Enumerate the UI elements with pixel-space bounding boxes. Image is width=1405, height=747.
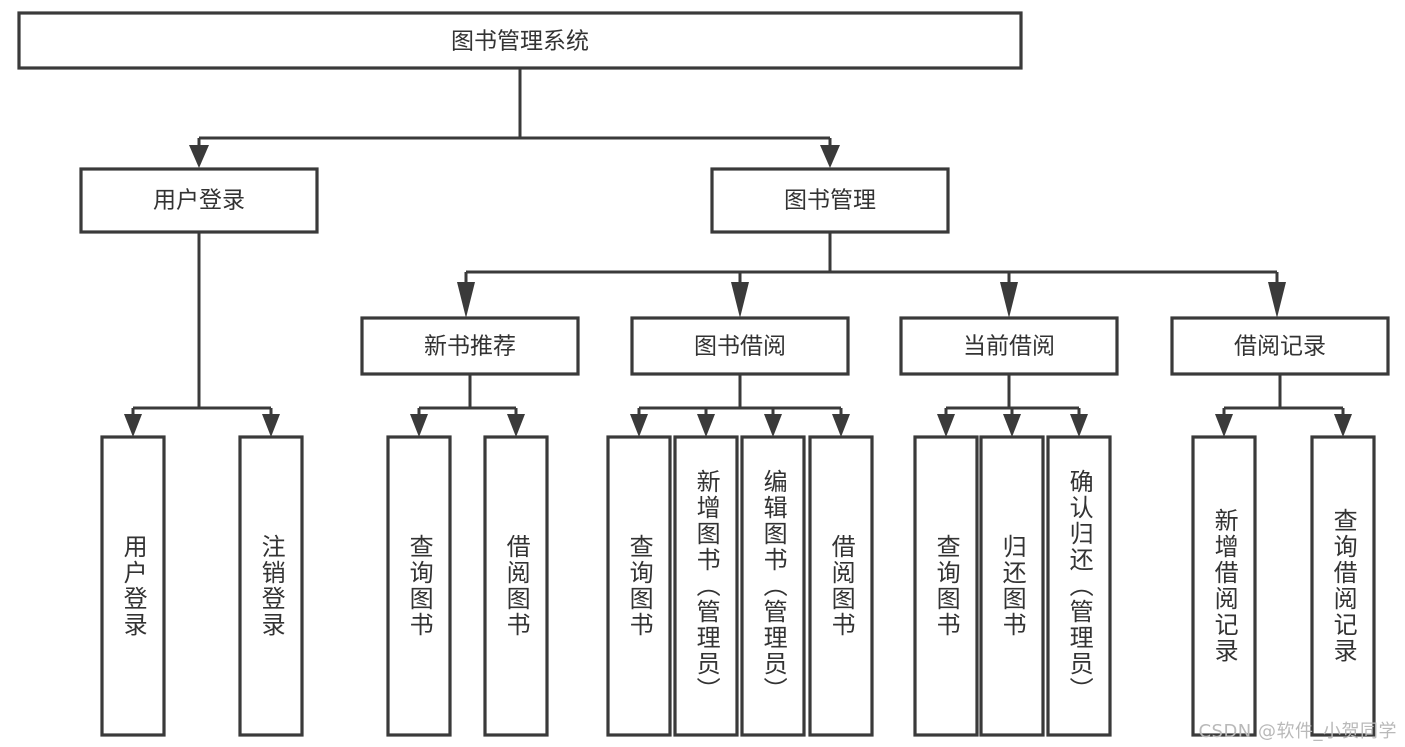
leaf-new-book-1[interactable]: 查询图书 (386, 435, 452, 737)
arrow-to-new-book (457, 282, 475, 318)
leaf-current-borrow-2[interactable]: 归还图书 (979, 435, 1045, 737)
leaf-user-login-2-box[interactable] (238, 435, 304, 737)
leaf-current-borrow-3-label: 确认归还（管理员） (1065, 469, 1094, 703)
leaf-user-login-1[interactable]: 用户登录 (100, 435, 166, 737)
node-current-borrow-label: 当前借阅 (963, 334, 1055, 360)
node-book-borrow-box[interactable] (630, 316, 850, 376)
leaf-book-borrow-1[interactable]: 查询图书 (606, 435, 672, 737)
connector-group-book-manage (457, 232, 1286, 318)
arrow-leaf-cb-2 (1003, 414, 1021, 437)
arrow-to-user-login (189, 145, 209, 168)
leaf-borrow-record-1-box[interactable] (1191, 435, 1257, 737)
node-user-login-box[interactable] (79, 167, 319, 234)
arrow-leaf-cb-1 (937, 414, 955, 437)
node-book-manage[interactable]: 图书管理 (710, 167, 950, 234)
node-book-borrow-label: 图书借阅 (694, 334, 786, 360)
leaf-current-borrow-2-box[interactable] (979, 435, 1045, 737)
arrow-leaf-cb-3 (1070, 414, 1088, 437)
leaf-book-borrow-4-label: 借阅图书 (827, 534, 856, 638)
leaf-book-borrow-2[interactable]: 新增图书（管理员） (673, 435, 739, 737)
node-new-book-recommend[interactable]: 新书推荐 (360, 316, 580, 376)
leaf-user-login-1-box[interactable] (100, 435, 166, 737)
node-book-manage-box[interactable] (710, 167, 950, 234)
leaf-new-book-2-box[interactable] (483, 435, 549, 737)
leaf-borrow-record-2[interactable]: 查询借阅记录 (1310, 435, 1376, 737)
node-borrow-record-label: 借阅记录 (1234, 334, 1326, 360)
leaf-book-borrow-2-box[interactable] (673, 435, 739, 737)
leaf-user-login-2-label: 注销登录 (257, 534, 286, 638)
leaf-book-borrow-3-box[interactable] (740, 435, 806, 737)
arrow-to-borrow-record (1268, 282, 1286, 318)
node-root-label: 图书管理系统 (451, 29, 589, 55)
arrow-leaf-bb-4 (832, 414, 850, 437)
arrow-leaf-new-book-1 (410, 414, 428, 437)
leaf-new-book-1-box[interactable] (386, 435, 452, 737)
leaf-book-borrow-3[interactable]: 编辑图书（管理员） (740, 435, 806, 737)
leaf-borrow-record-2-box[interactable] (1310, 435, 1376, 737)
node-root[interactable]: 图书管理系统 (17, 11, 1023, 70)
leaf-current-borrow-3-box[interactable] (1046, 435, 1112, 737)
node-current-borrow[interactable]: 当前借阅 (899, 316, 1119, 376)
leaf-current-borrow-1-box[interactable] (913, 435, 979, 737)
node-borrow-record-box[interactable] (1170, 316, 1390, 376)
arrow-leaf-bb-2 (697, 414, 715, 437)
leaf-borrow-record-2-label: 查询借阅记录 (1329, 508, 1358, 664)
leaf-book-borrow-2-label: 新增图书（管理员） (692, 469, 721, 703)
arrow-leaf-new-book-2 (507, 414, 525, 437)
node-current-borrow-box[interactable] (899, 316, 1119, 376)
connector-group-user-login (124, 232, 280, 437)
leaf-current-borrow-3[interactable]: 确认归还（管理员） (1046, 435, 1112, 737)
connector-group-borrow-record (1215, 374, 1352, 437)
connector-group-new-book (410, 374, 525, 437)
node-borrow-record[interactable]: 借阅记录 (1170, 316, 1390, 376)
leaf-current-borrow-1-label: 查询图书 (932, 534, 961, 638)
connector-group-root (189, 68, 840, 168)
node-root-box[interactable] (17, 11, 1023, 70)
arrow-to-book-borrow (731, 282, 749, 318)
leaf-borrow-record-1[interactable]: 新增借阅记录 (1191, 435, 1257, 737)
node-user-login[interactable]: 用户登录 (79, 167, 319, 234)
leaf-book-borrow-1-box[interactable] (606, 435, 672, 737)
node-user-login-label: 用户登录 (153, 188, 245, 214)
connector-group-book-borrow (630, 374, 850, 437)
arrow-to-book-manage (820, 145, 840, 168)
arrow-leaf-br-1 (1215, 414, 1233, 437)
arrow-to-current-borrow (1000, 282, 1018, 318)
leaf-user-login-2[interactable]: 注销登录 (238, 435, 304, 737)
leaf-borrow-record-1-label: 新增借阅记录 (1210, 508, 1239, 664)
arrow-leaf-bb-1 (630, 414, 648, 437)
leaf-new-book-2[interactable]: 借阅图书 (483, 435, 549, 737)
arrow-leaf-bb-3 (764, 414, 782, 437)
leaf-book-borrow-3-label: 编辑图书（管理员） (759, 469, 788, 703)
arrow-leaf-user-login-1 (124, 414, 142, 437)
arrow-leaf-user-login-2 (262, 414, 280, 437)
leaf-new-book-2-label: 借阅图书 (502, 534, 531, 638)
arrow-leaf-br-2 (1334, 414, 1352, 437)
leaf-book-borrow-1-label: 查询图书 (625, 534, 654, 638)
leaf-book-borrow-4-box[interactable] (808, 435, 874, 737)
leaf-book-borrow-4[interactable]: 借阅图书 (808, 435, 874, 737)
leaf-current-borrow-1[interactable]: 查询图书 (913, 435, 979, 737)
connector-group-current-borrow (937, 374, 1088, 437)
node-new-book-recommend-label: 新书推荐 (424, 334, 516, 360)
leaf-user-login-1-label: 用户登录 (119, 534, 148, 638)
node-new-book-recommend-box[interactable] (360, 316, 580, 376)
leaf-current-borrow-2-label: 归还图书 (998, 534, 1027, 638)
node-book-borrow[interactable]: 图书借阅 (630, 316, 850, 376)
node-book-manage-label: 图书管理 (784, 188, 876, 214)
leaf-new-book-1-label: 查询图书 (405, 534, 434, 638)
